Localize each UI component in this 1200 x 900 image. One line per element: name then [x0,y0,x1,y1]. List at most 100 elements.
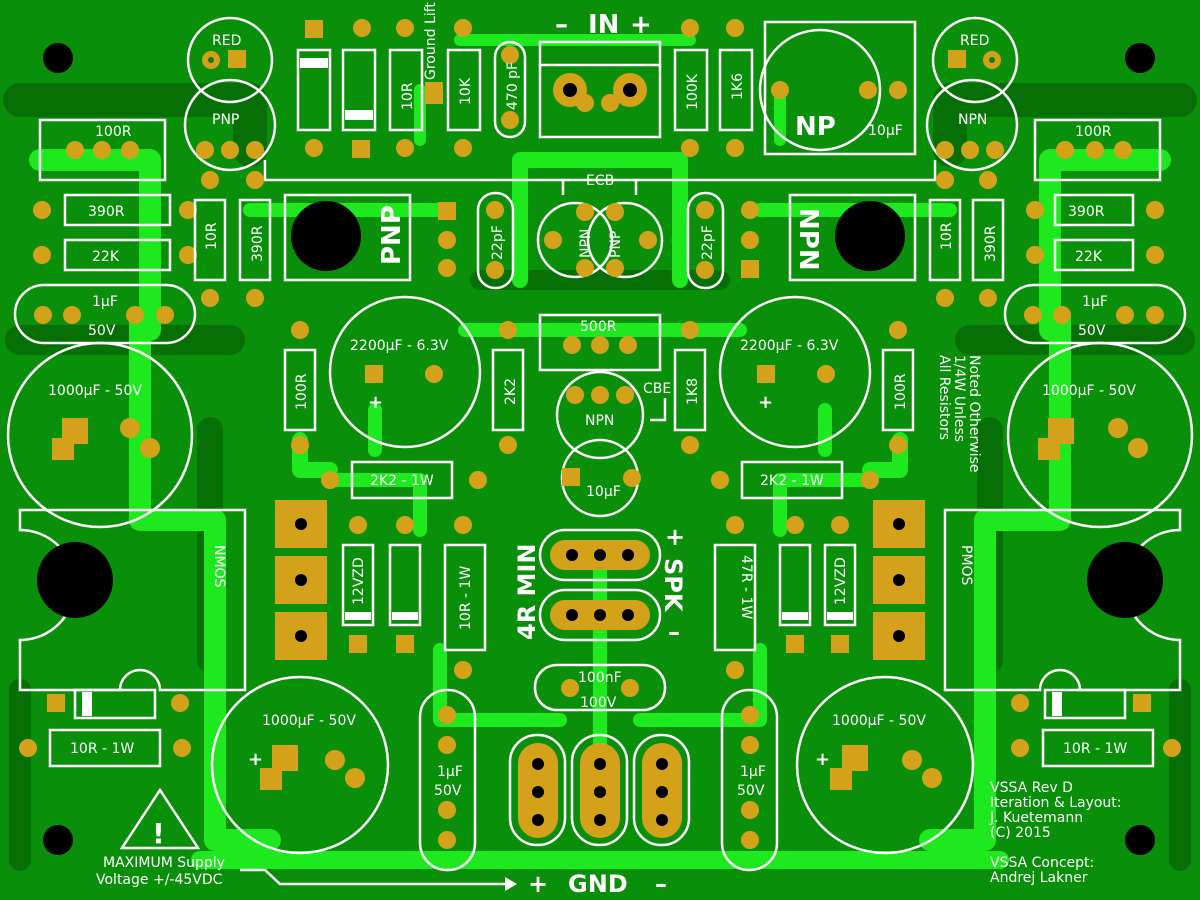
credit-line: (C) 2015 [990,825,1051,841]
polarity-plus: + [815,749,830,770]
capacitor-label: 1µF [740,764,766,780]
capacitor-1uf-bottom-left: 1µF 50V [418,688,477,872]
zener-label: 12VZD [833,557,849,605]
resistor-label: 10R [939,222,955,250]
resistor-2k2-vertical: 2K2 [491,321,525,454]
transistor-pnp-small: PNP [183,78,277,172]
resistor-label: 10K [458,77,474,105]
resistor-label: 47R - 1W [738,555,754,619]
diode-bottom-left [47,688,189,720]
credit-line: J. Kuetemann [989,810,1083,826]
capacitor-value: 100V [580,695,617,711]
mosfet-label: NMOS [211,545,227,588]
resistor-2k2-1w-right: 2K2 - 1W [711,460,879,500]
capacitor-1000uf-bottom-left: 1000µF - 50V + [210,675,390,855]
resistor-390r-right: 390R [1026,193,1164,227]
resistor-10r-vertical-left: 10R [193,171,227,307]
credit-line: Iteration & Layout: [990,795,1122,811]
polarity-plus: + [368,392,383,413]
ground-lift-jumper: Ground Lift [423,2,443,104]
input-label: + [630,10,652,40]
capacitor-2200uf-right: 2200µF - 6.3V + [718,295,872,449]
mosfet-label: PMOS [958,545,974,586]
capacitor-label: 22pF [490,225,506,260]
pinout-label: CBE [643,381,671,397]
resistor-10r-1w-vertical: 10R - 1W [443,516,487,679]
capacitor-value: 50V [434,783,462,799]
resistor-390r-vertical-left: 390R [238,171,272,307]
transistor-label: PNP [212,112,239,128]
capacitor-label: 1µF [92,294,118,310]
resistor-label: 390R [983,225,999,262]
resistor-label: 10R - 1W [458,566,474,630]
resistor-10r-1w-bottom-left: 10R - 1W [19,728,191,768]
resistor-22k-right: 22K [1026,238,1164,272]
capacitor-label: 1000µF - 50V [832,713,926,729]
ecb-marker: ECB [263,160,937,195]
transistor-npn-middle: NPN CBE [555,370,671,460]
resistor-10k-top: 10K [446,19,482,157]
capacitor-470pf: 470 pF [493,40,527,139]
capacitor-1000uf-bottom-right: 1000µF - 50V + [795,675,975,855]
transistor-label: PNP [377,205,407,265]
capacitor-value: 50V [88,323,116,339]
resistor-47r-1w-vertical: 47R - 1W [713,516,757,679]
transistor-label: NPN [578,229,594,258]
zener-top [341,19,377,158]
capacitor-label: 1000µF - 50V [1042,383,1136,399]
transistor-label: PNP [608,231,624,258]
resistor-100r-vertical-left: 100R [283,321,317,454]
resistor-label: 2K2 - 1W [760,473,824,489]
capacitor-value: 50V [1078,323,1106,339]
transistor-npn-to126: NPN [741,193,917,282]
note-line: Noted Otherwise [966,355,982,472]
capacitor-value: 10µF [586,484,621,500]
resistor-10r-top: 10R [388,19,424,157]
speaker-label: SPK [659,558,687,613]
capacitor-10uf-middle: 10µF [560,438,641,518]
capacitor-value: 50V [737,783,765,799]
resistor-label: 100R [893,373,909,410]
led-red-right: RED [931,16,1019,104]
polarity-minus: – [655,870,667,898]
zener-label: 12VZD [351,557,367,605]
credit-line: VSSA Rev D [990,780,1073,796]
polarity-minus: – [668,618,680,646]
trimmer-100r-left: 100R [38,118,167,182]
capacitor-label: 1000µF - 50V [262,713,356,729]
zener-12v-right: 12VZD [823,516,857,653]
warning-icon: ! [152,817,165,850]
resistor-100r-vertical-right: 100R [881,321,915,454]
resistor-label: 10R - 1W [1063,741,1127,757]
input-connector: – IN + [538,10,662,139]
capacitor-22pf-left: 22pF [476,191,515,290]
resistor-label: 100K [685,73,701,110]
resistor-22k-left: 22K [33,238,197,272]
resistor-label: 390R [1068,204,1105,220]
capacitor-label: 2200µF - 6.3V [740,338,839,354]
resistor-label: 22K [1075,249,1103,265]
resistor-label: 1K6 [730,73,746,100]
transistor-npn-small: NPN [925,78,1019,172]
transistor-label: NPN [793,208,823,271]
capacitor-label: 1000µF - 50V [48,383,142,399]
transistor-label: NPN [585,413,614,429]
capacitor-2200uf-left: 2200µF - 6.3V + [328,295,482,449]
resistor-10r-vertical-right: 10R [928,171,962,307]
capacitor-value: 10µF [868,123,903,139]
jumper-label: Ground Lift [423,2,439,80]
diode-top [296,20,332,157]
capacitor-label: NP [795,112,836,142]
polarity-plus: + [665,523,685,551]
led-red-left: RED [186,16,274,104]
resistor-2k2-1w-left: 2K2 - 1W [321,460,487,500]
note-line: All Resistors [936,355,952,440]
diode-bottom-right [1011,688,1151,720]
resistor-390r-left: 390R [33,193,197,227]
capacitor-label: 1µF [1082,294,1108,310]
capacitor-100nf: 100nF 100V [533,663,667,712]
polarity-plus: + [528,870,548,898]
trimmer-500r: 500R [538,313,662,372]
capacitor-22pf-right: 22pF [686,191,725,290]
